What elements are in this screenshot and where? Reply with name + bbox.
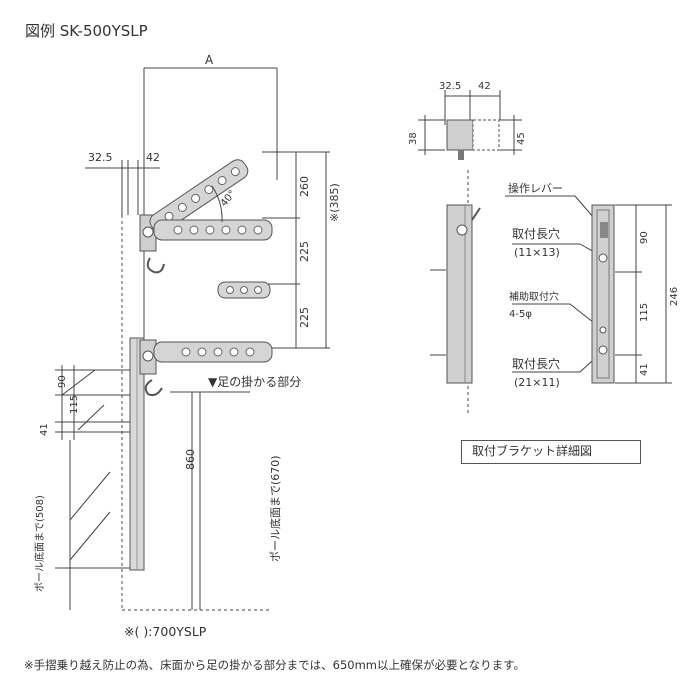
foot-position-label: ▼足の掛かる部分 — [208, 375, 302, 389]
bracket-dim-45-label: 45 — [516, 132, 527, 145]
bracket-dim-115-label: 115 — [639, 302, 650, 322]
dim-225-upper-label: 225 — [298, 241, 311, 262]
bracket-dim-90-label: 90 — [639, 231, 650, 244]
aux-hole-size: 4-5φ — [509, 309, 532, 320]
pole-bottom-508-label: ポール底面まで(508) — [35, 495, 46, 592]
lever-label: 操作レバー — [508, 182, 563, 195]
dim-115-label: 115 — [69, 394, 80, 414]
bracket-caption: 取付ブラケット詳細図 — [472, 444, 593, 458]
folded-step-arm — [153, 219, 273, 241]
slot1-size: (11×13) — [514, 246, 560, 259]
bracket-dim-42-label: 42 — [478, 81, 491, 92]
dim-32-5-label: 32.5 — [88, 151, 113, 164]
model-footnote: ※( ):700YSLP — [124, 624, 207, 639]
pole-bottom-670-label: ポール底面まで(670) — [269, 455, 282, 562]
bracket-dim-32-5-label: 32.5 — [439, 81, 462, 92]
lower-step-arm — [153, 341, 273, 363]
bracket-top-view — [446, 119, 474, 151]
bracket-dim-246-label: 246 — [669, 286, 680, 306]
bracket-dim-41-label: 41 — [639, 363, 650, 376]
drawing-title: 図例 SK-500YSLP — [25, 22, 148, 40]
slot2-label: 取付長穴 — [512, 357, 561, 371]
dim-385-label: ※(385) — [328, 183, 341, 222]
bracket-dim-38-label: 38 — [408, 132, 419, 145]
slot1-label: 取付長穴 — [512, 227, 561, 241]
dim-860-label: 860 — [184, 449, 197, 470]
safety-note: ※手摺乗り越え防止の為、床面から足の掛かる部分までは、650mm以上確保が必要と… — [24, 658, 525, 672]
dim-90-label: 90 — [57, 375, 68, 388]
dim-41-label: 41 — [39, 423, 50, 436]
dim-a-label: A — [205, 53, 214, 67]
dim-225-lower-label: 225 — [298, 307, 311, 328]
aux-hole-label: 補助取付穴 — [509, 292, 559, 303]
bracket-caption-box — [461, 440, 641, 464]
dim-42-label: 42 — [146, 151, 160, 164]
dim-260-label: 260 — [298, 176, 311, 197]
slot2-size: (21×11) — [514, 376, 560, 389]
